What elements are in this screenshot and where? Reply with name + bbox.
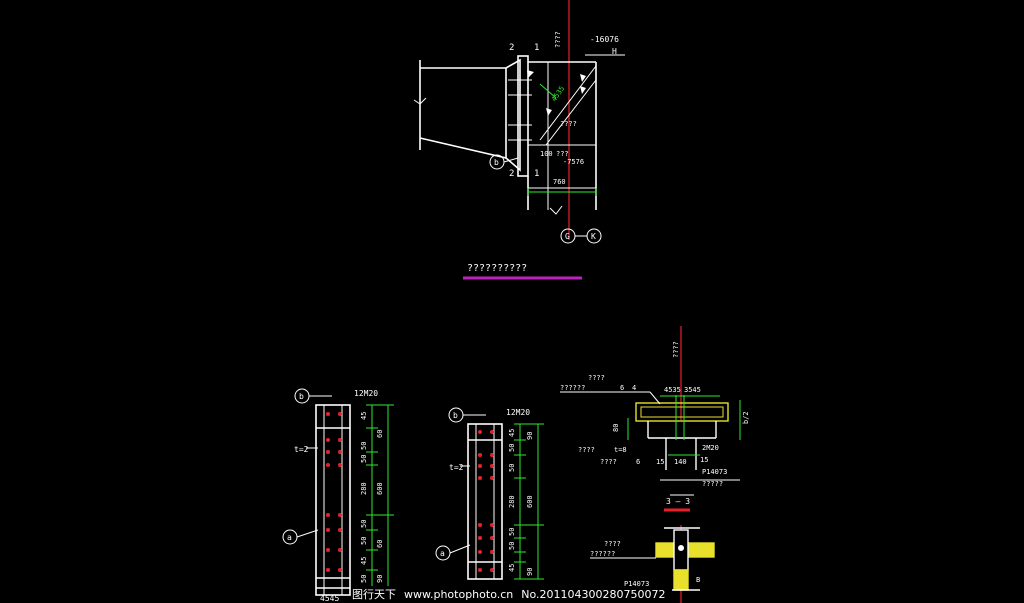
left-endplate-elevation [315,404,351,596]
dim-text: 45 [508,564,516,572]
section-3-3 [635,402,740,496]
left-bottom-label: 4545 [320,594,339,603]
section-3-3-dims [627,395,741,456]
section-mark-2-top: 2 [509,43,514,53]
dim-text: 60 [376,540,384,548]
bottom-note: ???? [604,540,621,548]
section-part: P14073 [702,468,727,476]
dim-text: 90 [376,575,384,583]
low-elevation-label: -7576 [563,158,584,166]
elevation-label: -16076 [590,35,619,44]
middle-plate-label: t=2 [449,463,464,472]
watermark-site: 图行天下 [352,588,396,601]
section-dim-6: 6 [636,458,640,466]
section-dim-80: 80 [612,424,620,432]
dim-text: 45 [508,429,516,437]
bottom-section [655,525,715,603]
section-vertical-note: ???? [672,341,680,358]
section-dim-15b: 15 [700,456,708,464]
middle-endplate-elevation [467,423,503,580]
dim-text: 50 [508,528,516,536]
left-plate-label: t=2 [294,445,309,454]
middle-bolt-label: 12M20 [506,408,530,417]
section-dim-top2: 3545 [684,386,701,394]
dim-text: 90 [526,568,534,576]
dim-100: 100 [540,150,553,158]
dim-text: 280 [360,482,368,495]
section-note-top: ???? [588,374,605,382]
bottom-note2: ?????? [590,550,615,558]
section-note-6: 6 [620,384,624,392]
section-note-row2: ???? [600,458,617,466]
watermark-bar: 图行天下 www.photophoto.cn No.2011043002807500… [352,586,672,603]
top-detail-weld-marks [527,70,586,116]
middle-elevation-bolt-holes [478,430,494,572]
dim-text: 50 [360,537,368,545]
dim-100-note: ??? [556,150,569,158]
left-bolt-label: 12M20 [354,389,378,398]
section-mark-2-bottom: 2 [509,169,514,179]
left-elevation-dim-labels: 45 60 50 50 280 600 50 50 60 45 90 50 [360,412,384,583]
vertical-note: ???? [554,31,562,48]
dim-text: 45 [360,412,368,420]
section-plate: t=8 [614,446,627,454]
bubble-b-label: b [494,158,499,167]
section-mark-1-top: 1 [534,43,539,53]
dim-text: 50 [360,575,368,583]
left-elevation-bolt-holes [326,412,342,572]
bottom-bolt [678,545,684,551]
middle-bubble-b-label: b [453,411,458,420]
section-3-3-label: 3 — 3 [666,497,690,506]
dim-text: 90 [526,432,534,440]
section-dim-left: ???? [578,446,595,454]
dim-text: 45 [360,557,368,565]
weld-dim-note: 4535 [550,85,566,103]
drawing-title: ?????????? [467,263,527,274]
section-dim-140: 140 [674,458,687,466]
bottom-letter: B [696,576,700,584]
dim-text: 60 [376,430,384,438]
left-bubble-a-label: a [287,533,292,542]
top-detail-dimensions [527,83,597,196]
axis-g-label: G [565,232,570,241]
dim-text: 50 [508,464,516,472]
watermark-url: www.photophoto.cn [404,588,514,601]
bottom-part: P14073 [624,580,649,588]
dim-text: 50 [508,444,516,452]
axis-k-label: K [591,232,596,241]
left-bubble-b-label: b [299,392,304,401]
section-dim-15: 15 [656,458,664,466]
middle-elevation-dim-labels: 45 90 50 50 280 600 50 50 45 90 [508,429,534,576]
top-bracket-detail [413,0,625,244]
middle-bubble-a-label: a [440,549,445,558]
dim-text: 50 [360,455,368,463]
dim-text: 600 [526,495,534,508]
dim-760: 760 [553,178,566,186]
middle-elevation-dim-lines [514,423,544,580]
section-note-row: ?????? [560,384,585,392]
section-dim-top: 4535 [664,386,681,394]
dim-text: 600 [376,482,384,495]
stiffener-note: ???? [560,120,577,128]
section-mark-1-bottom: 1 [534,169,539,179]
dim-text: 50 [360,442,368,450]
dim-text: 50 [360,520,368,528]
dim-text: 280 [508,495,516,508]
dim-text: 50 [508,542,516,550]
section-side-dim: b/2 [742,411,750,424]
section-part-note: ????? [702,480,723,488]
elevation-h-label: H [612,47,617,56]
section-bolt: 2M20 [702,444,719,452]
section-note-4: 4 [632,384,636,392]
watermark-number: No.201104300280750072 [521,588,666,601]
